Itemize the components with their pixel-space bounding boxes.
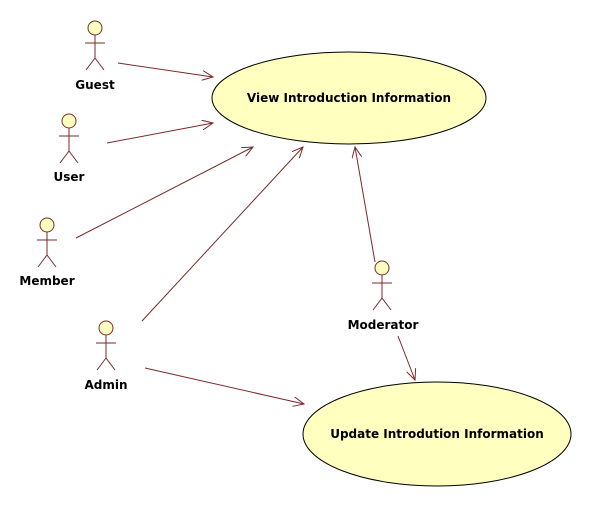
actor-admin[interactable]: Admin bbox=[84, 320, 128, 392]
use-case-ellipse bbox=[211, 51, 487, 145]
actor-label: Member bbox=[19, 274, 74, 288]
stick-figure-icon bbox=[37, 217, 57, 268]
actor-guest[interactable]: Guest bbox=[75, 20, 115, 92]
stick-figure-icon bbox=[59, 113, 79, 164]
association-admin-to-view bbox=[141, 147, 303, 322]
associations bbox=[75, 62, 415, 404]
association-user-to-view bbox=[106, 123, 213, 144]
actor-label: User bbox=[54, 170, 85, 184]
actor-member[interactable]: Member bbox=[19, 217, 75, 288]
stick-figure-icon bbox=[372, 260, 392, 311]
association-guest-to-view bbox=[117, 62, 213, 77]
actor-user[interactable]: User bbox=[54, 113, 85, 184]
stick-figure-icon bbox=[85, 20, 105, 71]
actor-label: Admin bbox=[84, 378, 127, 392]
actor-label: Moderator bbox=[348, 318, 419, 332]
stick-figure-icon bbox=[96, 320, 116, 371]
association-admin-to-update bbox=[144, 367, 304, 404]
association-moderator-to-update bbox=[397, 335, 415, 380]
association-member-to-view bbox=[75, 147, 253, 239]
actor-label: Guest bbox=[75, 78, 115, 92]
actor-moderator[interactable]: Moderator bbox=[348, 260, 419, 332]
association-moderator-to-view bbox=[355, 147, 376, 263]
use-case-view-introduction[interactable]: View Introduction Information bbox=[211, 51, 487, 145]
use-case-label: Update Introdution Information bbox=[330, 427, 544, 441]
use-case-label: View Introduction Information bbox=[247, 91, 451, 105]
use-case-update-introduction[interactable]: Update Introdution Information bbox=[302, 381, 572, 487]
use-case-ellipse bbox=[302, 381, 572, 487]
